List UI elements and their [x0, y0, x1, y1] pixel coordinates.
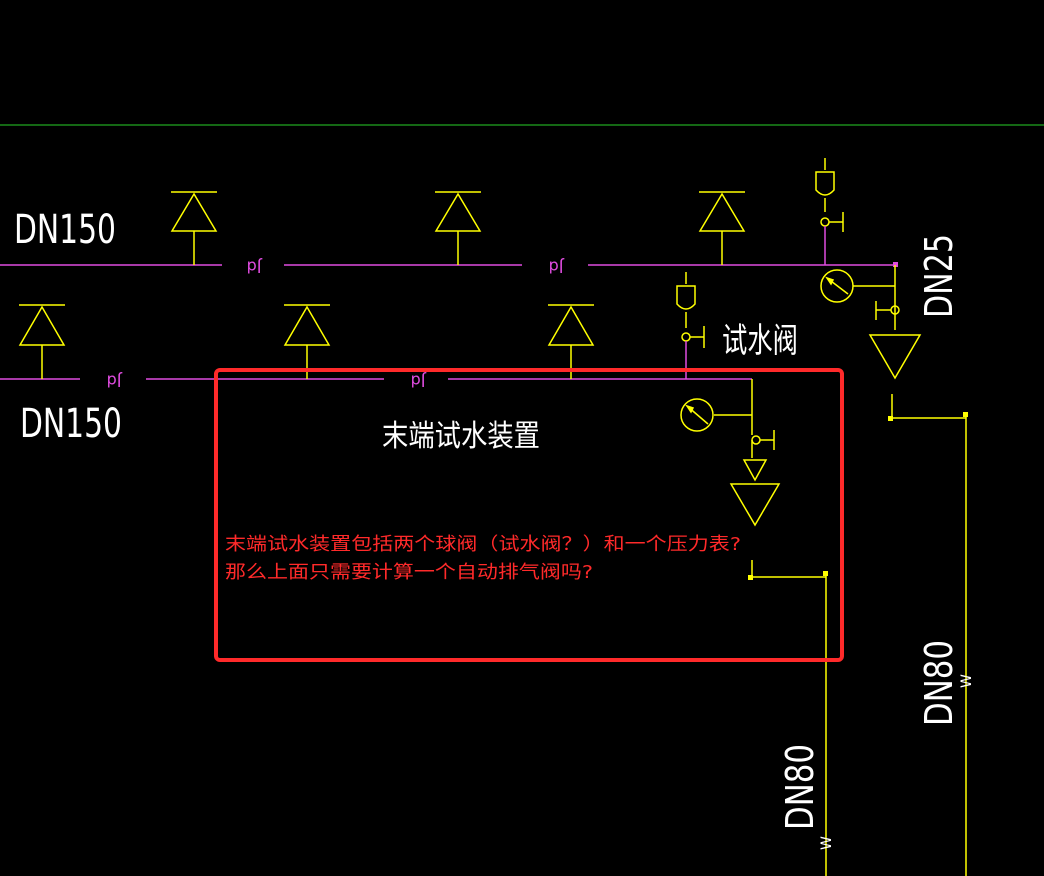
junction-point: [748, 575, 753, 580]
annotation-line-2: 那么上面只需要计算一个自动排气阀吗?: [225, 562, 593, 583]
water-mark-w-right: W: [959, 674, 975, 688]
sprinkler-icon: [434, 191, 482, 265]
pressure-gauge-icon: [680, 398, 714, 432]
pipe-end-point: [893, 262, 898, 267]
pipe-tag-lower-2: Jd: [411, 372, 427, 391]
annotation-highlight-box: [214, 368, 844, 662]
pipe-size-label-lower: DN150: [20, 401, 122, 447]
pipe-size-label-dn80-left: DN80: [778, 744, 822, 830]
end-test-assembly: [714, 379, 781, 527]
test-valve-icon: [676, 272, 705, 348]
sprinkler-icon: [283, 304, 331, 379]
sprinkler-icon: [18, 304, 66, 379]
sprinkler-icon: [170, 191, 218, 265]
air-vent-valve-icon: [815, 158, 844, 232]
riser-dn80-right: [891, 394, 967, 876]
pipe-tag-upper-2: Jd: [549, 258, 565, 277]
annotation-line-1: 末端试水装置包括两个球阀（试水阀？）和一个压力表?: [225, 534, 741, 555]
drain-branch: [853, 265, 922, 380]
device-title-label: 末端试水装置: [382, 419, 540, 454]
pipe-size-label-dn80-right: DN80: [917, 640, 961, 726]
junction-point: [888, 416, 893, 421]
sprinkler-icon: [698, 191, 746, 265]
pipe-tag-upper-1: Jd: [247, 258, 263, 277]
riser-dn80-left: [751, 560, 827, 876]
pipe-tag-lower-1: Jd: [107, 372, 123, 391]
junction-point: [963, 412, 968, 417]
test-valve-label: 试水阀: [722, 321, 798, 361]
pressure-gauge-icon: [820, 269, 854, 303]
junction-point: [823, 571, 828, 576]
sprinkler-icon: [547, 304, 595, 379]
water-mark-w-left: W: [819, 836, 835, 850]
pipe-size-label-dn25: DN25: [917, 234, 961, 318]
ball-valve-icon: [751, 435, 761, 445]
pipe-size-label-upper: DN150: [14, 207, 116, 253]
